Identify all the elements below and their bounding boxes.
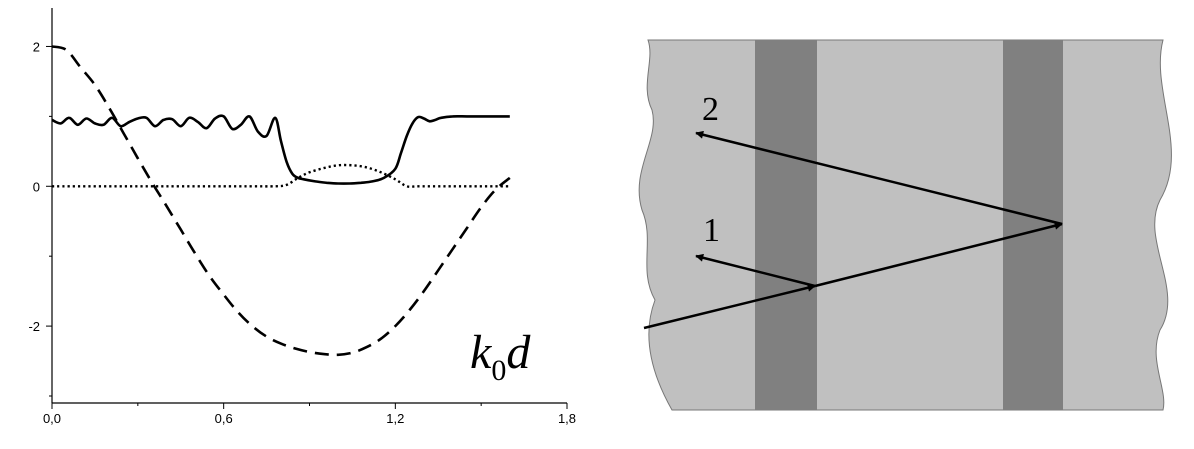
chart-ticks: 0,0 0,6 1,2 1,8 2 0 -2 [28, 39, 576, 426]
ray-label-1: 1 [703, 212, 720, 249]
axis-annotation-base: k [470, 326, 493, 379]
axis-annotation-subscript: 0 [491, 354, 506, 387]
x-tick-label-2: 1,2 [386, 411, 404, 426]
ray-diagram: 2 1 [638, 39, 1172, 411]
x-tick-label-0: 0,0 [43, 411, 61, 426]
x-tick-label-1: 0,6 [215, 411, 233, 426]
y-tick-label-2: -2 [28, 319, 40, 334]
layer-1 [755, 40, 817, 410]
y-tick-label-1: 0 [33, 179, 40, 194]
y-tick-label-0: 2 [33, 39, 40, 54]
axis-annotation-tail: d [506, 326, 531, 379]
x-tick-label-3: 1,8 [558, 411, 576, 426]
series-dotted-2 [51, 163, 510, 188]
reflected-ray-2 [695, 130, 1063, 226]
series-dashed-1 [51, 45, 511, 357]
transmitted-ray [814, 221, 1063, 288]
ray-label-2: 2 [702, 91, 719, 128]
series-solid-0 [51, 114, 510, 185]
incident-ray [643, 283, 816, 330]
reflected-ray-1 [695, 253, 816, 288]
axis-annotation: k0d [470, 326, 531, 387]
chart-series [51, 45, 511, 357]
